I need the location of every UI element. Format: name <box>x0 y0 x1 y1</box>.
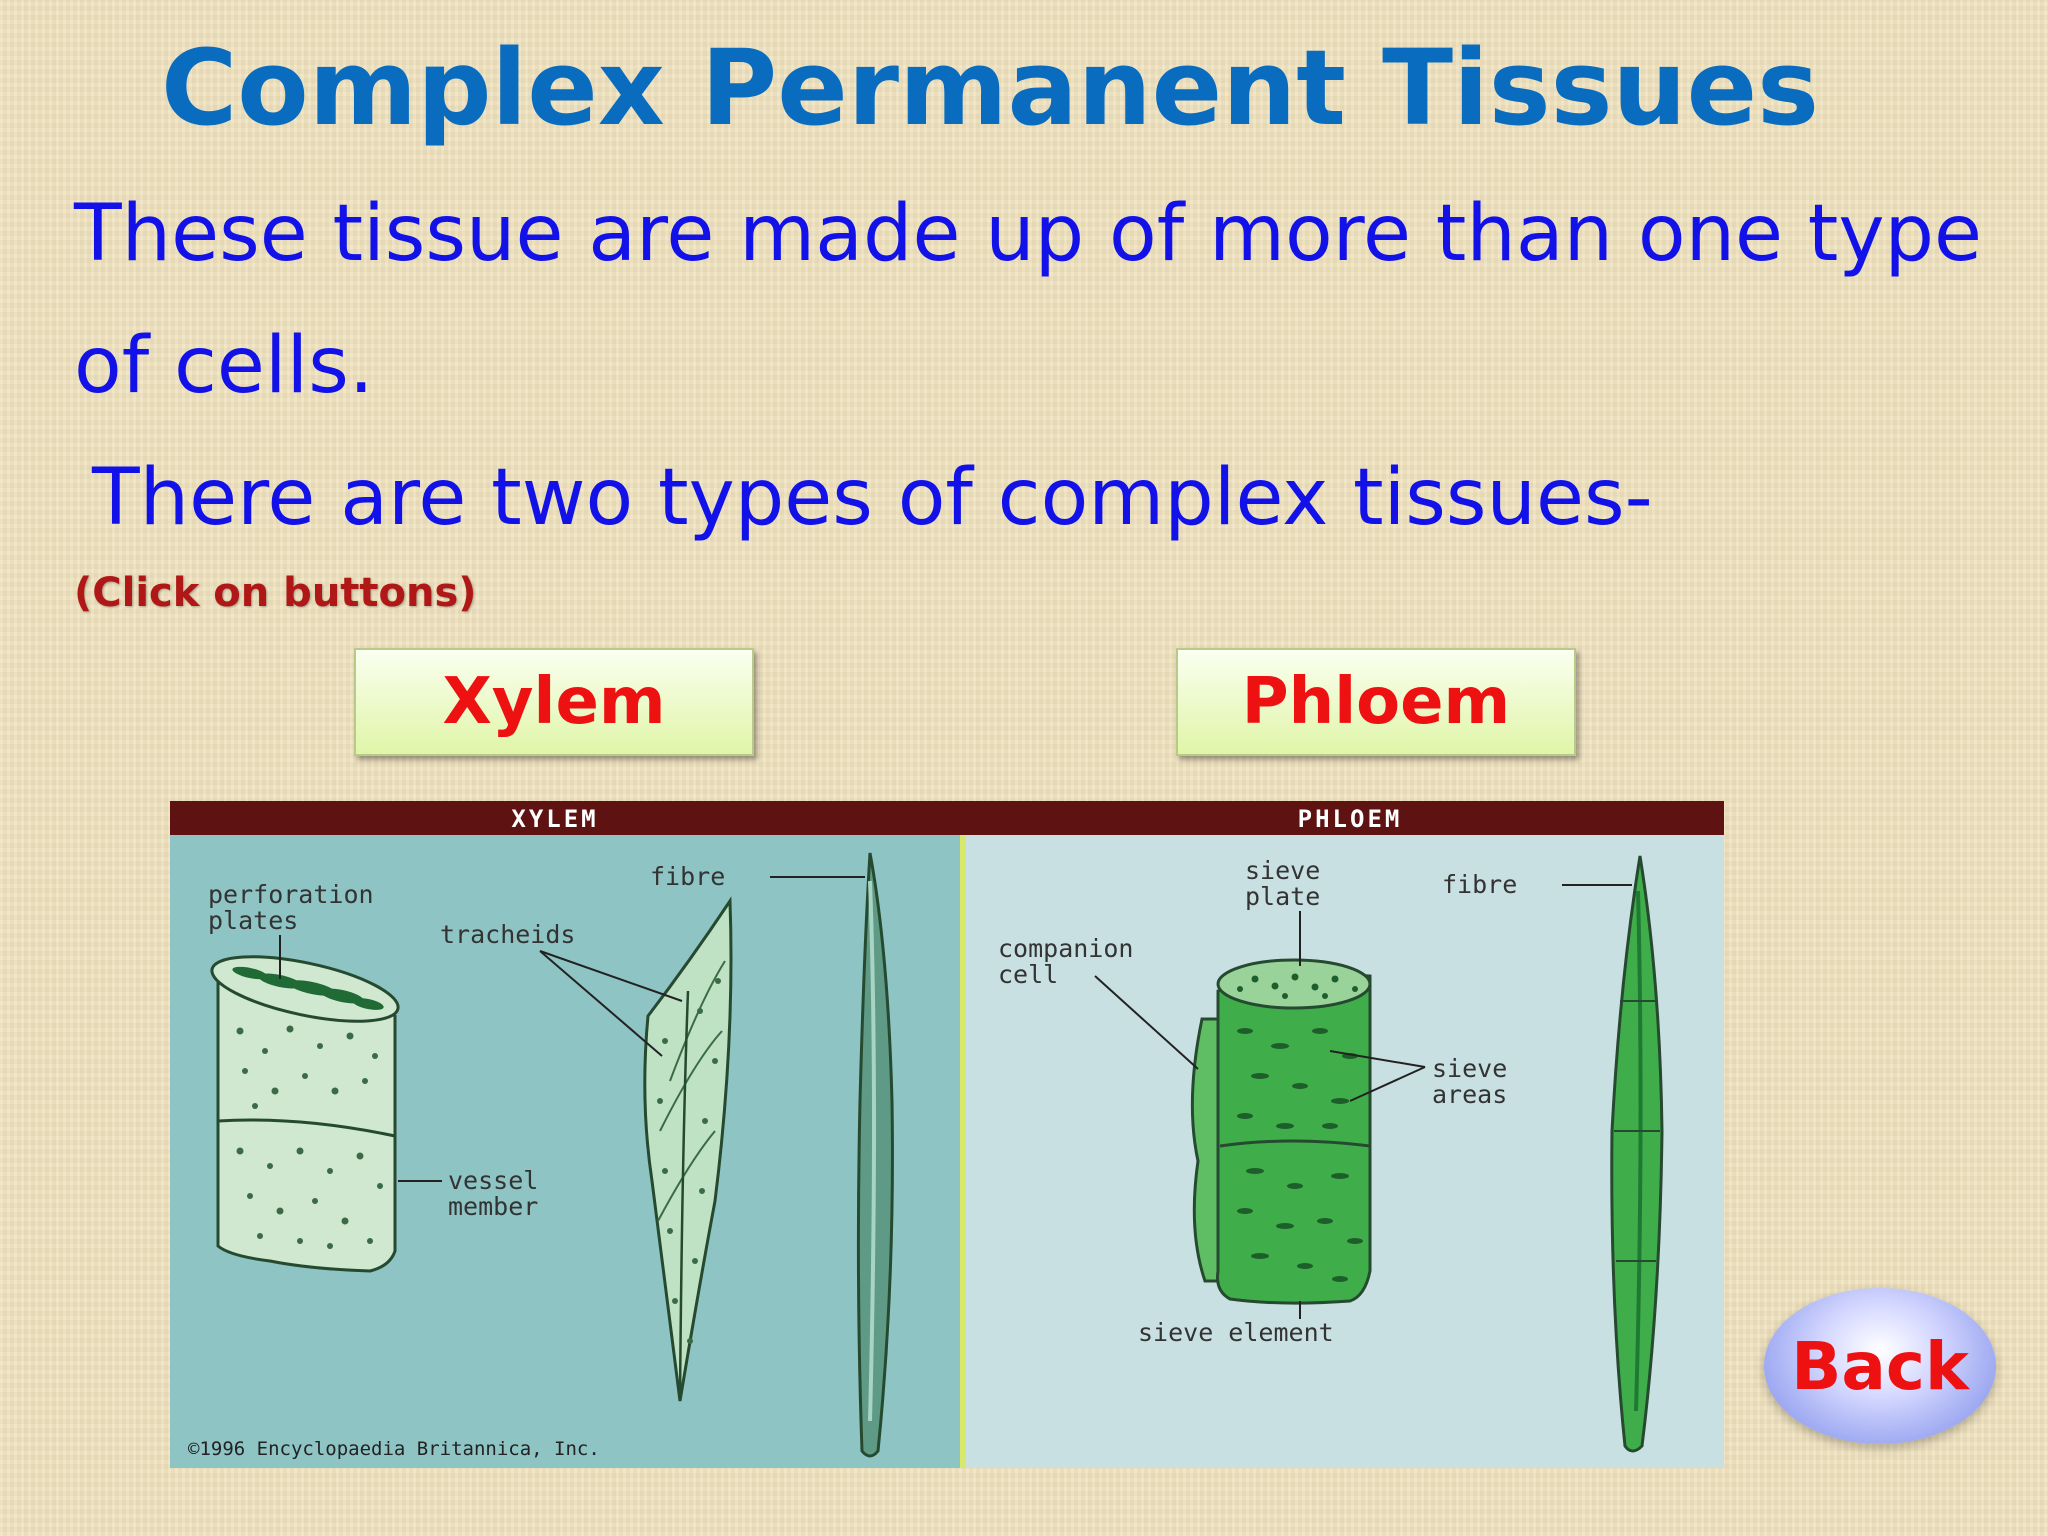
back-button[interactable]: Back <box>1764 1288 1996 1444</box>
body-text-line-1: These tissue are made up of more than on… <box>74 189 1983 279</box>
phloem-fibre-illustration <box>1610 855 1664 1453</box>
label-xylem-fibre: fibre <box>650 862 725 891</box>
label-sieve-plate-1: sieve <box>1245 856 1320 885</box>
diagram-header-bar <box>170 801 1724 835</box>
label-sieve-areas-2: areas <box>1432 1080 1507 1109</box>
panel-divider <box>960 835 966 1468</box>
xylem-phloem-diagram: XYLEM PHLOEM <box>170 801 1724 1468</box>
label-vessel-2: member <box>448 1192 538 1221</box>
label-tracheids: tracheids <box>440 920 575 949</box>
label-companion-2: cell <box>998 960 1058 989</box>
xylem-header: XYLEM <box>511 805 598 833</box>
body-text-line-3: There are two types of complex tissues- <box>92 453 1653 543</box>
label-companion-1: companion <box>998 934 1133 963</box>
tracheids-illustration <box>643 896 733 1402</box>
vessel-member-illustration <box>210 955 400 1273</box>
click-hint: (Click on buttons) <box>74 570 477 616</box>
xylem-button[interactable]: Xylem <box>354 648 754 756</box>
label-vessel-1: vessel <box>448 1166 538 1195</box>
copyright-notice: ©1996 Encyclopaedia Britannica, Inc. <box>188 1438 600 1460</box>
phloem-button[interactable]: Phloem <box>1176 648 1576 756</box>
label-perforation-2: plates <box>208 906 298 935</box>
body-text-line-2: of cells. <box>74 321 374 411</box>
label-sieve-areas-1: sieve <box>1432 1054 1507 1083</box>
label-sieve-element: sieve element <box>1138 1318 1334 1347</box>
label-perforation-1: perforation <box>208 880 374 909</box>
slide-title: Complex Permanent Tissues <box>160 27 1820 149</box>
phloem-header: PHLOEM <box>1298 805 1403 833</box>
label-sieve-plate-2: plate <box>1245 882 1320 911</box>
sieve-element-illustration <box>1190 958 1372 1305</box>
label-phloem-fibre: fibre <box>1442 870 1517 899</box>
